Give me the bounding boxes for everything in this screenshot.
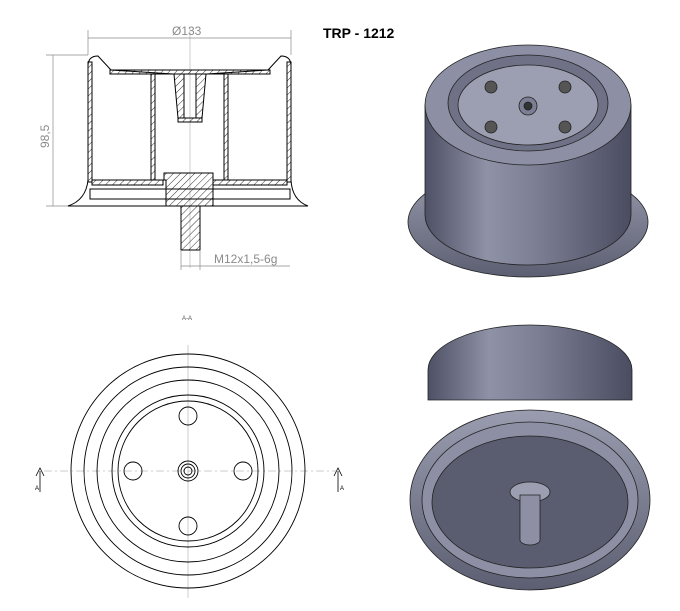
bolt-hole	[178, 406, 198, 426]
render-bottom-isometric	[409, 324, 651, 591]
section-view: Ø133 98,5 M12x1,5-6g	[38, 24, 309, 270]
diameter-dimension	[87, 30, 292, 55]
cut-marker-right: A	[340, 486, 344, 492]
top-view	[35, 345, 343, 598]
bolt-hole	[233, 461, 253, 481]
bolt-hole	[123, 461, 143, 481]
thread-label: M12x1,5-6g	[214, 252, 277, 266]
part-number-title: TRP - 1212	[323, 25, 395, 41]
height-dimension	[46, 54, 88, 207]
height-label: 98,5	[38, 124, 52, 148]
bolt-hole	[178, 516, 198, 536]
diameter-label: Ø133	[172, 24, 202, 38]
render-top-isometric	[407, 44, 649, 278]
section-label: A-A	[182, 316, 192, 322]
cut-marker-left: A	[35, 486, 39, 492]
